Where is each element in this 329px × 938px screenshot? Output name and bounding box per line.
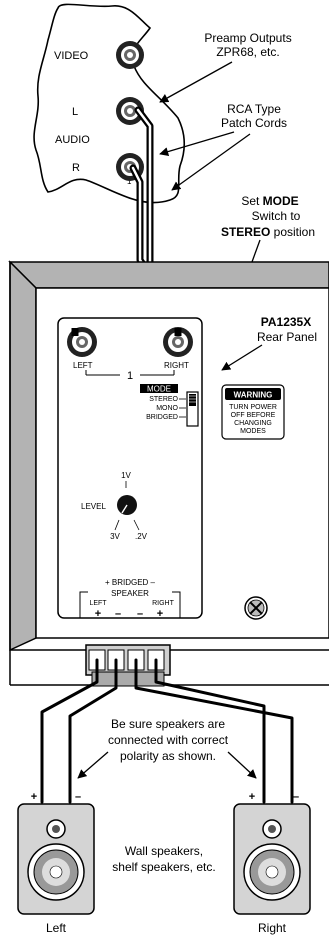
mode-option-mono: MONO	[156, 405, 178, 412]
stereo-word: STEREO	[221, 225, 270, 239]
speaker-types-note: Wall speakers, shelf speakers, etc.	[112, 844, 215, 874]
speaker-wires	[40, 658, 294, 804]
speaker-types-line-2: shelf speakers, etc.	[112, 860, 215, 874]
mode-title-box	[140, 384, 178, 393]
input-channel-number: 1	[127, 370, 133, 382]
rca-arrow-upper	[159, 131, 235, 157]
speaker-right-label: RIGHT	[152, 600, 175, 607]
rca-cords-callout: RCA Type Patch Cords	[159, 102, 287, 191]
right-speaker-name: Right	[258, 921, 287, 935]
svg-text:STEREO position: STEREO position	[221, 225, 315, 239]
right-minus-wire	[134, 658, 294, 804]
mode-word: MODE	[263, 194, 299, 208]
polarity-arrow-right	[227, 751, 257, 779]
speaker-left-label: LEFT	[89, 600, 107, 607]
mode-selector-switch[interactable]	[186, 391, 199, 427]
speaker-output-legend: + BRIDGED – SPEAKER LEFT RIGHT + – – +	[79, 578, 181, 620]
right-speaker: + – Right	[233, 791, 311, 935]
preamp-audio-label: AUDIO	[55, 134, 90, 146]
warning-line-3: CHANGING	[234, 420, 272, 427]
position-word: position	[270, 225, 315, 239]
level-mark-1v: 1V	[121, 471, 131, 480]
preamp-video-label: VIDEO	[54, 50, 89, 62]
speaker-types-line-1: Wall speakers,	[125, 844, 203, 858]
left-plus-wire	[40, 658, 99, 804]
preamp-outline	[33, 3, 186, 204]
rca-line1: RCA Type	[227, 102, 281, 116]
amplifier-chassis: PA1235X Rear Panel LEFT RIGHT 1 M	[8, 260, 329, 687]
right-plus-wire	[154, 658, 266, 804]
preamp-outputs-callout: Preamp Outputs ZPR68, etc.	[159, 31, 292, 103]
chassis-top-bevel	[8, 261, 329, 289]
preamp-outputs-line2: ZPR68, etc.	[216, 45, 279, 59]
polarity-line-2: connected with correct	[108, 733, 229, 747]
switch-to: Switch to	[252, 209, 301, 223]
preamp-outputs-arrow	[159, 61, 233, 103]
left-speaker-minus: –	[75, 791, 81, 803]
terminal-sign-3: –	[137, 608, 143, 620]
level-label: LEVEL	[81, 502, 106, 511]
rca-line2: Patch Cords	[221, 116, 287, 130]
right-speaker-plus: +	[249, 791, 255, 803]
left-speaker-plus: +	[31, 791, 37, 803]
preamp-video-jack	[116, 41, 144, 69]
right-woofer	[243, 843, 301, 901]
input-right-label: RIGHT	[164, 361, 189, 370]
svg-text:Set MODE: Set MODE	[241, 194, 298, 208]
bridged-label: + BRIDGED –	[105, 578, 156, 587]
warning-line-2: OFF BEFORE	[231, 412, 276, 419]
terminal-sign-1: +	[95, 608, 101, 620]
terminal-sign-2: –	[115, 608, 121, 620]
preamp-unit: VIDEO L AUDIO R 1	[33, 3, 186, 204]
right-speaker-minus: –	[293, 791, 299, 803]
amp-right-input-jack	[163, 327, 193, 357]
preamp-r-label: R	[72, 162, 80, 174]
speaker-label: SPEAKER	[111, 589, 149, 598]
warning-title: WARNING	[234, 391, 273, 400]
left-woofer	[27, 843, 85, 901]
left-speaker-name: Left	[46, 921, 67, 935]
rca-arrow-lower	[171, 133, 251, 191]
left-tweeter	[46, 819, 66, 839]
level-mark-2v: .2V	[135, 532, 148, 541]
input-channel-bracket	[85, 370, 175, 376]
polarity-line-3: polarity as shown.	[120, 749, 216, 763]
warning-line-4: MODES	[240, 428, 266, 435]
level-mark-3v: 3V	[110, 532, 120, 541]
rear-panel-arrow	[221, 344, 263, 371]
polarity-line-1: Be sure speakers are	[111, 717, 225, 731]
chassis-left-bevel	[9, 260, 37, 652]
polarity-arrow-left	[77, 751, 109, 779]
polarity-note: Be sure speakers are connected with corr…	[77, 717, 257, 779]
model-name: PA1235X	[261, 315, 311, 329]
warning-line-1: TURN POWER	[229, 404, 277, 411]
left-minus-wire	[68, 658, 118, 804]
preamp-outputs-line1: Preamp Outputs	[204, 31, 291, 45]
left-speaker: + – Left	[17, 791, 95, 935]
preamp-left-jack	[116, 97, 144, 125]
input-left-label: LEFT	[73, 361, 93, 370]
preamp-l-label: L	[72, 106, 78, 118]
rear-panel-label: Rear Panel	[257, 330, 317, 344]
set-prefix: Set	[241, 194, 262, 208]
mode-option-bridged: BRIDGED	[146, 414, 178, 421]
mode-title: MODE	[147, 385, 171, 394]
preamp-channel-number: 1	[127, 177, 132, 186]
terminal-sign-4: +	[157, 608, 163, 620]
level-knob[interactable]	[117, 495, 137, 515]
mode-option-stereo: STEREO	[149, 396, 178, 403]
right-tweeter	[262, 819, 282, 839]
warning-label: WARNING TURN POWER OFF BEFORE CHANGING M…	[221, 384, 285, 440]
mounting-screw-icon	[244, 596, 268, 620]
